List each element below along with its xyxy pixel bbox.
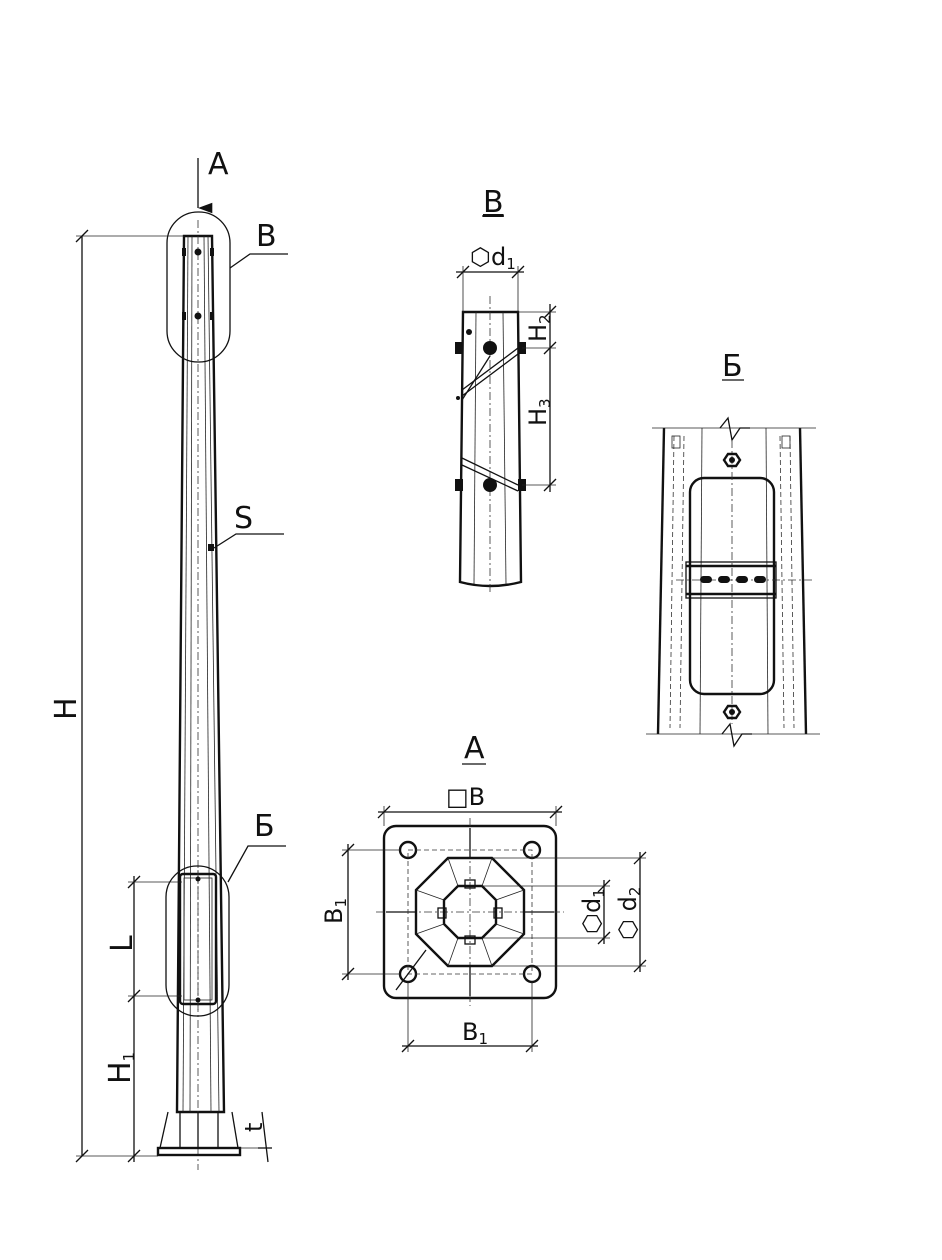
dimension-d1-label: ⬡d1	[578, 888, 608, 934]
dimension-h2-h3	[518, 304, 557, 492]
dimension-bolt-spacing-h-label: B1	[462, 1018, 488, 1048]
dimension-plate	[377, 805, 563, 826]
detail-base-title: А	[464, 731, 485, 766]
detail-hatch-view	[646, 416, 820, 748]
detail-hatch-title: Б	[722, 349, 743, 384]
dimension-top-diam	[456, 265, 525, 312]
svg-text:H2: H2	[524, 314, 554, 342]
dimension-bolt-spacing-v-label: B1	[320, 898, 350, 924]
callout-top-label: В	[256, 219, 277, 254]
callout-leader-side	[213, 533, 284, 549]
callout-leader-top	[229, 253, 288, 269]
dimension-t-label: t	[240, 1123, 268, 1132]
dimension-bolt-spacing-v	[341, 843, 400, 981]
svg-text:H3: H3	[524, 398, 554, 426]
callout-leader-hatch	[227, 845, 286, 883]
dimension-l-label: L	[105, 935, 140, 952]
dimension-h	[75, 229, 184, 1163]
dimension-top-diam-label: ⬡d1	[470, 243, 516, 273]
svg-text:H1: H1	[103, 1052, 138, 1084]
dimension-d1-d2	[482, 851, 647, 973]
dimension-bolt-spacing-h	[401, 982, 539, 1053]
dimension-h3-label: H3	[524, 398, 554, 426]
dimension-l	[127, 875, 182, 1163]
detail-base-view	[376, 818, 564, 1006]
callout-side-label: S	[234, 501, 253, 536]
dimension-h1-label: H1	[103, 1052, 138, 1084]
pole-main-view	[156, 158, 242, 1170]
detail-top-title: В	[483, 185, 504, 220]
dimension-d2-label: ⬡ d2	[614, 887, 644, 940]
svg-text:B1: B1	[320, 898, 350, 924]
dimension-h-label: H	[49, 697, 84, 720]
view-arrow-label: А	[208, 147, 229, 182]
svg-text:⬡ d2: ⬡ d2	[614, 887, 644, 940]
callout-hatch-label: Б	[254, 809, 275, 844]
dimension-plate-label: □B	[446, 783, 485, 811]
dimension-t	[240, 1111, 272, 1163]
dimension-h2-label: H2	[524, 314, 554, 342]
detail-top-view	[455, 296, 526, 592]
svg-text:⬡d1: ⬡d1	[578, 888, 608, 934]
